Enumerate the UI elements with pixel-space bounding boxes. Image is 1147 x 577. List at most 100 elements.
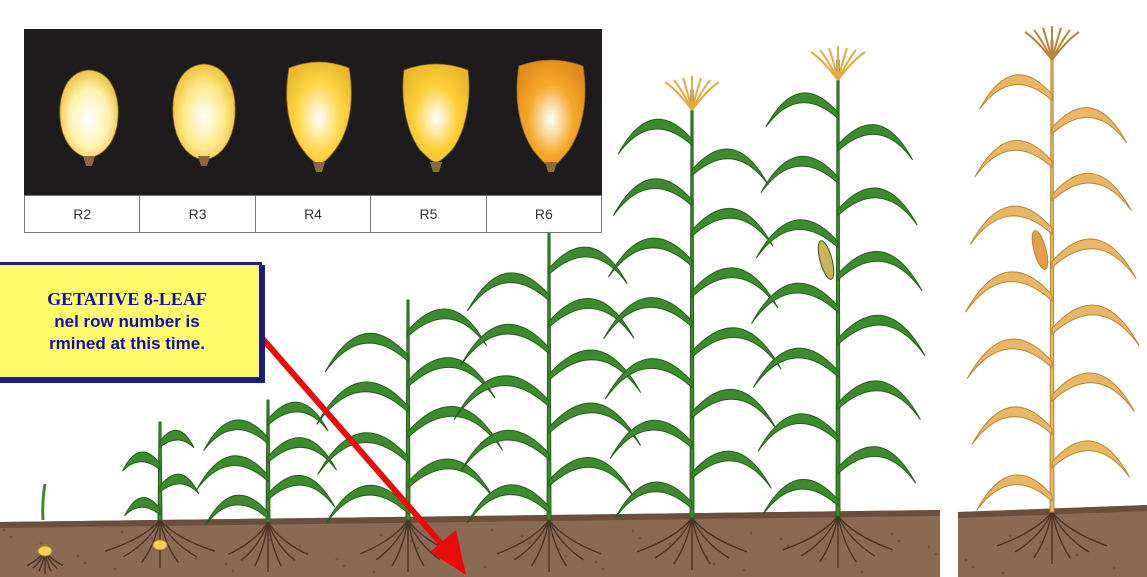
corn-ear — [815, 239, 837, 281]
plant-leaf — [1052, 441, 1130, 478]
plant-leaf — [838, 315, 925, 356]
plant-leaf — [461, 430, 549, 471]
soil-speck — [669, 543, 672, 546]
kernel-tip — [198, 156, 210, 166]
plant-leaf — [467, 273, 549, 311]
tassel-branch — [674, 80, 692, 110]
soil-speck — [225, 563, 228, 566]
soil-speck — [40, 542, 43, 545]
corn-plant — [966, 26, 1140, 512]
soil-speck — [1002, 572, 1005, 575]
plant-leaf — [972, 407, 1052, 445]
plant-leaf — [763, 479, 838, 515]
plant-leaf — [967, 339, 1052, 379]
soil-speck — [114, 568, 117, 571]
kernel-panel-background — [24, 29, 602, 195]
plant-leaf — [1052, 305, 1139, 346]
plant-leaf — [975, 140, 1052, 176]
plant-leaf — [197, 456, 268, 490]
soil-speck — [77, 555, 80, 558]
kernel-tip — [545, 162, 557, 172]
plant-leaf — [160, 430, 194, 448]
plant-leaf — [761, 156, 838, 192]
soil-speck — [1113, 567, 1116, 570]
kernel-tip — [313, 162, 325, 172]
corn-plant — [604, 76, 782, 518]
emerging-shoot — [43, 484, 45, 520]
plant-leaf — [610, 420, 692, 458]
plant-leaf — [753, 348, 838, 388]
soil-speck — [484, 566, 487, 569]
soil-speck — [521, 535, 524, 538]
corn-kernel — [173, 64, 235, 166]
plant-leaf — [268, 475, 335, 507]
soil-speck — [965, 559, 968, 562]
soil-speck — [1076, 554, 1079, 557]
kernel-body — [60, 70, 118, 158]
kernel-stage-label: R3 — [140, 196, 255, 232]
tassel — [665, 76, 719, 110]
plant-leaf — [618, 119, 692, 154]
corn-plant — [317, 300, 503, 524]
soil-speck — [336, 558, 339, 561]
plant-leaf — [604, 298, 692, 339]
corn-plant — [122, 422, 199, 520]
plant-leaf — [325, 333, 408, 372]
plant-leaf — [692, 451, 771, 488]
plant-leaf — [692, 389, 776, 428]
plant-leaf — [122, 452, 160, 471]
plant-leaf — [838, 188, 917, 225]
soil-speck — [639, 537, 642, 540]
soil-speck — [373, 571, 376, 574]
soil-speck — [891, 533, 894, 536]
kernel-body — [517, 60, 585, 168]
tassel — [811, 46, 865, 80]
corn-ear — [1029, 229, 1051, 271]
soil-speck — [565, 555, 568, 558]
plant-stalk — [836, 60, 840, 516]
kernel-body — [403, 64, 469, 162]
callout-line: nel row number is — [54, 311, 199, 333]
soil-speck — [824, 558, 827, 561]
soil-speck — [817, 551, 820, 554]
soil-speck — [861, 571, 864, 574]
seed-kernel — [153, 540, 167, 550]
callout-title: GETATIVE 8-LEAF — [47, 288, 207, 311]
soil-speck — [84, 562, 87, 565]
corn-kernel — [60, 70, 118, 166]
plant-leaf — [766, 93, 838, 127]
soil-speck — [151, 537, 154, 540]
kernel-illustrations — [24, 29, 602, 195]
plant-stalk — [690, 90, 694, 518]
soil-speck — [743, 569, 746, 572]
kernel-stage-label: R5 — [371, 196, 486, 232]
kernel-stage-label: R2 — [25, 196, 140, 232]
plant-leaf — [408, 459, 494, 499]
plant-leaf — [692, 328, 781, 370]
seed-kernel — [38, 546, 52, 556]
plant-leaf — [408, 309, 487, 346]
kernel-stage-label-row: R2 R3 R4 R5 R6 — [24, 195, 602, 233]
plant-leaf — [160, 474, 199, 494]
plant-leaf — [838, 251, 922, 290]
corn-kernel — [403, 64, 469, 172]
soil-speck — [676, 550, 679, 553]
soil-speck — [632, 530, 635, 533]
plant-leaf — [608, 238, 692, 277]
plant-stalk — [1050, 40, 1054, 512]
corn-plant — [752, 46, 926, 516]
kernel-body — [173, 64, 235, 160]
corn-kernel — [517, 60, 585, 172]
soil-speck — [491, 529, 494, 532]
kernel-tip — [83, 156, 95, 166]
soil-speck — [854, 564, 857, 567]
vegetative-stage-callout: GETATIVE 8-LEAF nel row number is rmined… — [0, 262, 262, 380]
plant-leaf — [977, 475, 1052, 511]
soil-speck — [928, 546, 931, 549]
corn-plant — [197, 400, 337, 525]
soil-speck — [343, 565, 346, 568]
kernel-tip — [430, 162, 442, 172]
plant-leaf — [613, 179, 692, 216]
soil-speck — [935, 553, 938, 556]
soil-speck — [10, 536, 13, 539]
